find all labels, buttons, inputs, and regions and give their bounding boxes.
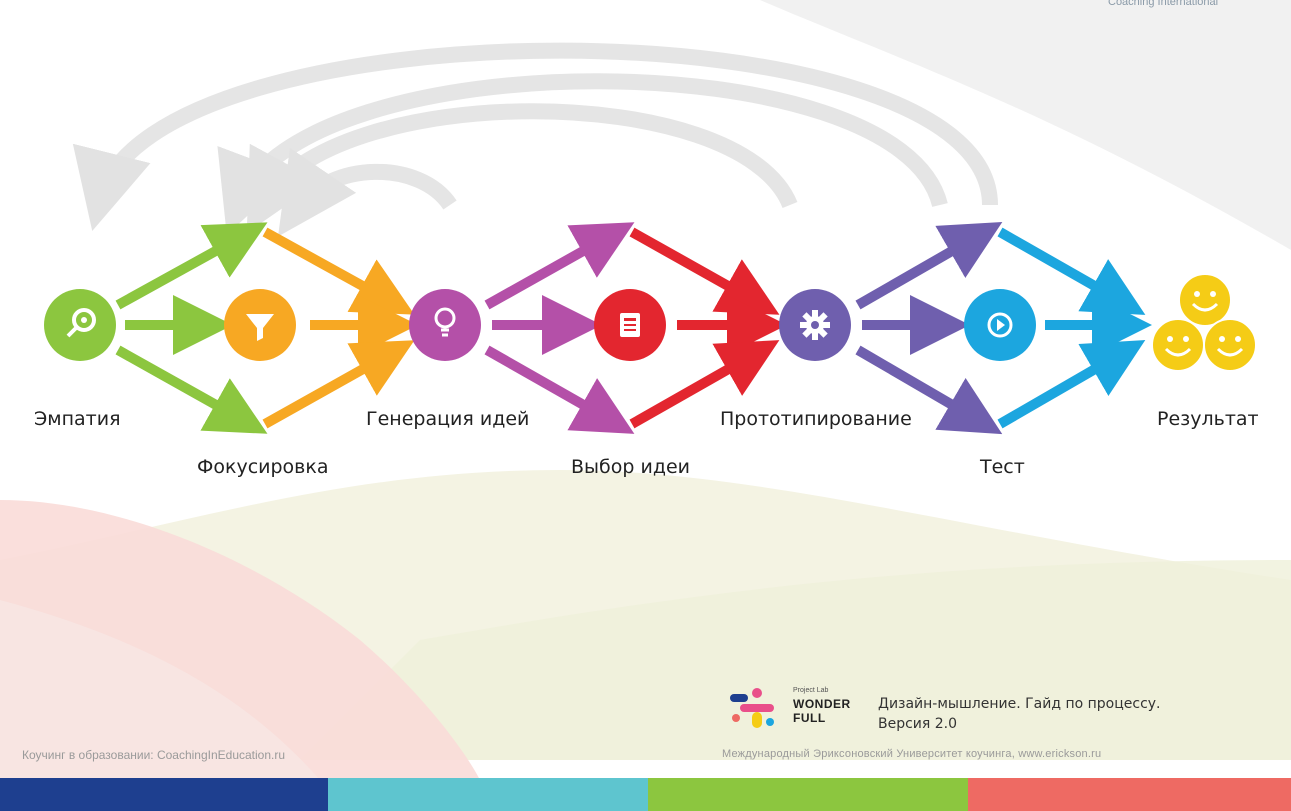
stage-label-test: Тест [980,456,1025,478]
stage-ideation [409,289,481,361]
stage-label-choice: Выбор идеи [571,456,691,478]
stage-choice [594,289,666,361]
arrow-focus-down [262,340,415,429]
logo-small-text: Project Lab [793,687,829,694]
footer-bar-teal [328,778,648,811]
brand-name: Coaching International [1108,0,1219,8]
arrow-choice-up [629,227,780,315]
stage-empathy [44,289,116,361]
arrow-empathy-down [115,345,268,434]
search-icon [66,308,96,338]
logo-text-line1: WONDER [793,697,851,711]
arrow-prototype-up [855,222,1003,310]
gear-icon [800,310,830,340]
smiley-icon [1203,318,1257,372]
feedback-arcs [73,42,998,237]
guide-title: Дизайн-мышление. Гайд по процессу. [878,696,1161,712]
stage-result [1151,273,1257,372]
feedback-arc-test-to-empathy [73,42,998,232]
arrow-focus-up [262,227,415,315]
arrow-ideation-up [484,222,635,310]
footer-bar-salmon [968,778,1291,811]
footer-right-credit: Международный Эриксоновский Университет … [722,748,1102,760]
funnel-icon [246,314,274,341]
stage-prototype [779,289,851,361]
smiley-icon [1151,318,1205,372]
guide-caption: Дизайн-мышление. Гайд по процессу. Верси… [878,694,1161,734]
footer-bar-navy [0,778,328,811]
stage-label-empathy: Эмпатия [34,408,121,430]
footer-bar-green [648,778,968,811]
document-icon [620,313,640,337]
play-icon [987,312,1013,338]
lightbulb-icon [434,307,456,337]
arrow-prototype-down [855,345,1003,435]
arrow-empathy-up [115,222,268,310]
arrow-choice-down [629,340,780,429]
feedback-arc-ideation-to-focus [277,147,457,237]
arrow-test-down [997,339,1146,429]
stage-label-result: Результат [1157,408,1259,430]
smiley-icon [1178,273,1232,327]
wonderfull-logo [730,688,774,728]
logo-text-line2: FULL [793,711,826,725]
stage-label-prototype: Прототипирование [720,408,912,430]
stage-label-ideation: Генерация идей [366,408,530,430]
arrow-ideation-down [484,345,635,434]
footer-left-credit: Коучинг в образовании: CoachingInEducati… [22,748,286,762]
guide-version: Версия 2.0 [878,716,958,732]
stage-focus [224,289,296,361]
arrow-test-up [997,227,1146,315]
stage-label-focus: Фокусировка [197,456,329,478]
stage-test [964,289,1036,361]
